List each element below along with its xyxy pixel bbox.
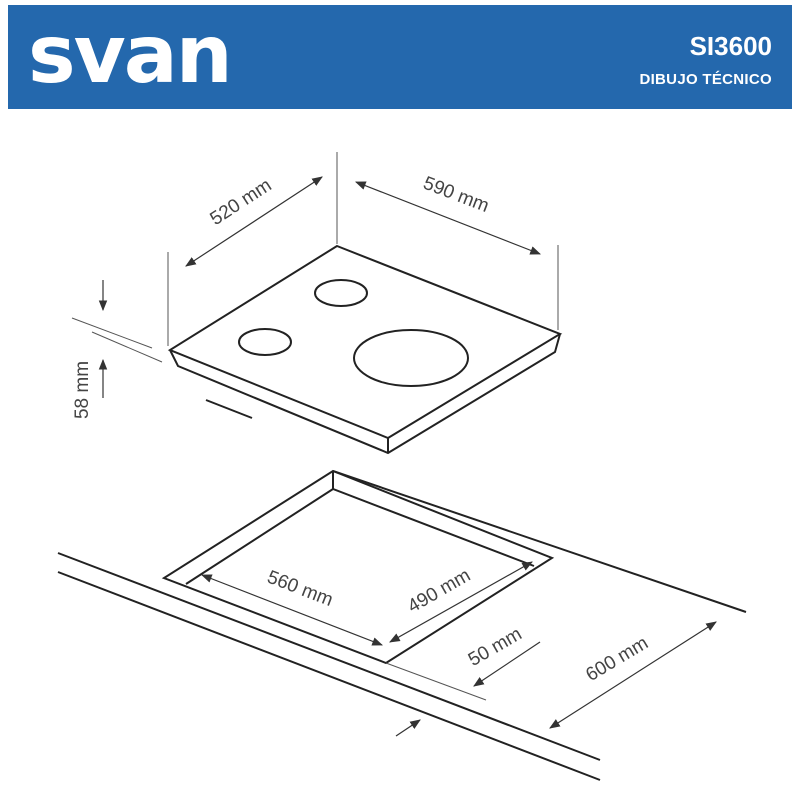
dim-line-hob-width [354,181,542,255]
dim-hob-height: 58 mm [72,361,93,419]
brand-logo: svan [28,8,233,101]
burner-large [353,329,469,387]
dim-arrow-counter-edge [395,719,421,737]
dim-line-cutout-depth [389,561,533,643]
dim-line-front-margin [473,641,541,687]
cutout-extension-line [385,662,487,701]
hob-extension-lines [71,152,559,363]
page-subtitle: DIBUJO TÉCNICO [639,71,772,88]
countertop-outline [57,470,747,781]
burner-small-front [238,328,292,356]
dim-hob-depth: 520 mm [207,175,276,230]
hob-outline [167,244,563,455]
dim-front-margin: 50 mm [465,624,526,671]
dim-hob-width: 590 mm [420,173,492,217]
dim-cutout-depth: 490 mm [404,565,474,618]
dim-line-hob-depth [185,176,323,267]
burner-small-rear [314,279,368,307]
dim-line-cutout-width [200,574,384,646]
header-banner: svan SI3600 DIBUJO TÉCNICO [8,5,792,109]
dim-counter-depth: 600 mm [582,633,652,686]
dim-line-counter-depth [549,621,717,729]
hob-base-edge [205,399,253,419]
dim-cutout-width: 560 mm [264,567,336,611]
model-number: SI3600 [689,31,772,61]
